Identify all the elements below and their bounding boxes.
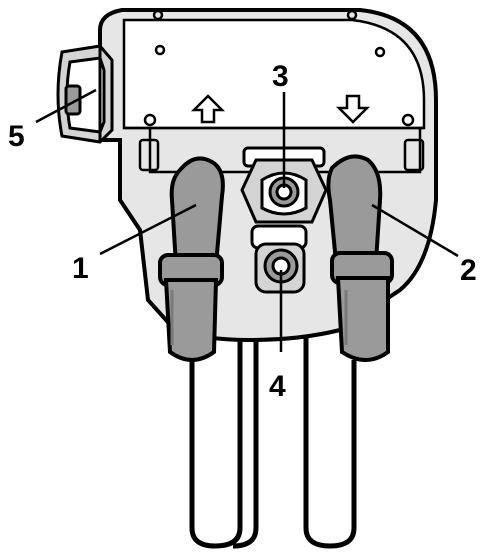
leader-2 xyxy=(371,203,459,258)
side-connector xyxy=(56,44,114,144)
leader-lines xyxy=(35,88,459,352)
lower-hoses xyxy=(189,297,357,549)
hex-fitting xyxy=(240,146,328,224)
left-tube xyxy=(158,156,225,362)
arrow-down-icon xyxy=(335,94,371,124)
leader-1 xyxy=(99,203,197,256)
right-hose-pair xyxy=(303,300,357,549)
callout-1: 1 xyxy=(72,252,89,285)
callout-5: 5 xyxy=(8,120,25,153)
callout-3: 3 xyxy=(272,60,289,93)
right-tube xyxy=(326,154,394,362)
left-hose-pair xyxy=(189,297,259,549)
leader-5 xyxy=(35,88,97,124)
lower-fitting xyxy=(250,224,308,294)
arrow-up-icon xyxy=(190,94,226,124)
callout-4: 4 xyxy=(269,370,286,403)
callout-2: 2 xyxy=(460,254,477,287)
